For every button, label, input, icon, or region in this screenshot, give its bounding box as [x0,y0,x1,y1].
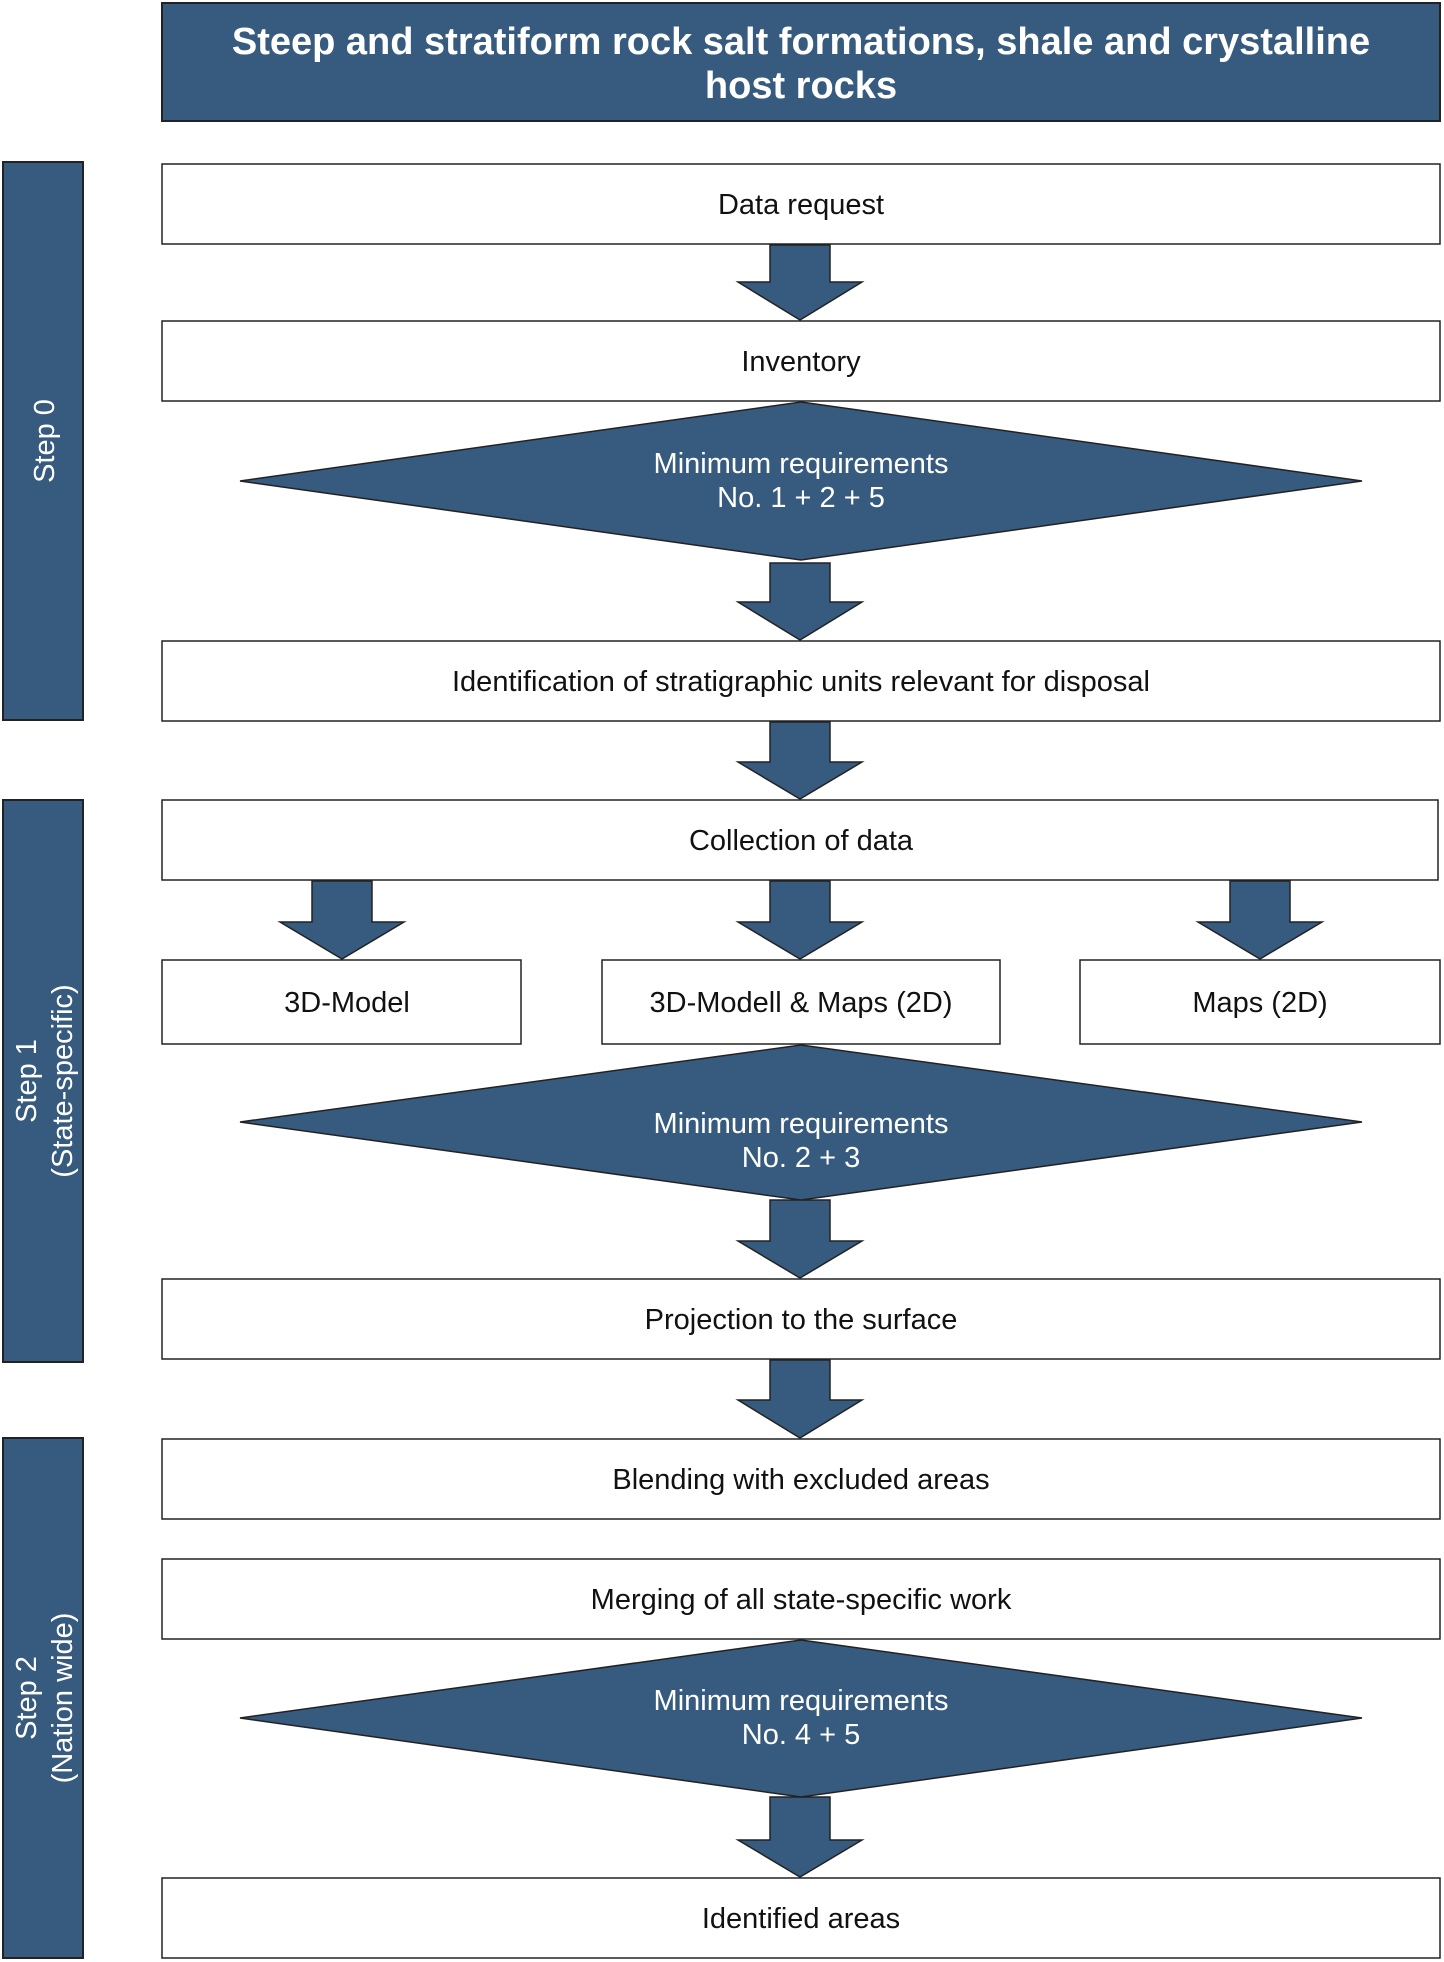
arrow-down [1195,880,1325,960]
box-maps-2d [1079,959,1441,1045]
arrow-down [735,1796,865,1878]
box-3d-model-label: 3D-Model [284,987,410,1019]
decision-diamond-requirements-b [239,1044,1363,1201]
box-blending-label: Blending with excluded areas [612,1464,989,1496]
box-maps-2d-label: Maps (2D) [1192,987,1327,1019]
decision-c-line-1: Minimum requirements [654,1685,949,1717]
title-banner [161,2,1441,122]
step-1-bar [2,799,84,1363]
box-merging [161,1558,1441,1640]
box-3d-model-maps [601,959,1001,1045]
arrow-down [277,880,407,960]
box-identified-areas [161,1877,1441,1959]
decision-diamond-requirements-c [239,1639,1363,1798]
decision-c-line-2: No. 4 + 5 [742,1719,861,1751]
arrow-down [735,880,865,960]
arrow-down [735,244,865,321]
box-merging-label: Merging of all state-specific work [591,1584,1012,1616]
step-0-bar [2,161,84,721]
arrow-down [735,1359,865,1439]
box-3d-model [161,959,522,1045]
box-data-request [161,163,1441,245]
box-identification-label: Identification of stratigraphic units re… [452,666,1150,698]
box-identified-areas-label: Identified areas [702,1903,900,1935]
box-blending [161,1438,1441,1520]
decision-a-line-2: No. 1 + 2 + 5 [717,482,885,514]
box-3d-model-maps-label: 3D-Modell & Maps (2D) [650,987,953,1019]
decision-b-line-1: Minimum requirements [654,1108,949,1140]
title-line-2: host rocks [705,65,897,107]
title-line-1: Steep and stratiform rock salt formation… [232,21,1370,63]
arrow-down [735,562,865,641]
box-projection-label: Projection to the surface [645,1304,958,1336]
decision-a-line-1: Minimum requirements [654,448,949,480]
step-2-label-line-2: (Nation wide) [47,1613,79,1784]
box-collection [161,799,1439,881]
box-inventory [161,320,1441,402]
step-1-label-line-1: Step 1 [11,1039,43,1123]
decision-diamond-requirements-a [239,401,1363,561]
step-1-label-line-2: (State-specific) [47,984,79,1177]
box-collection-label: Collection of data [689,825,914,857]
decision-b-line-2: No. 2 + 3 [742,1142,861,1174]
step-2-bar [2,1437,84,1959]
box-projection [161,1278,1441,1360]
box-inventory-label: Inventory [741,346,861,378]
arrow-down [735,721,865,800]
step-0-label: Step 0 [29,399,61,483]
box-data-request-label: Data request [718,189,884,221]
step-2-label-line-1: Step 2 [11,1656,43,1740]
box-identification [161,640,1441,722]
arrow-down [735,1199,865,1279]
